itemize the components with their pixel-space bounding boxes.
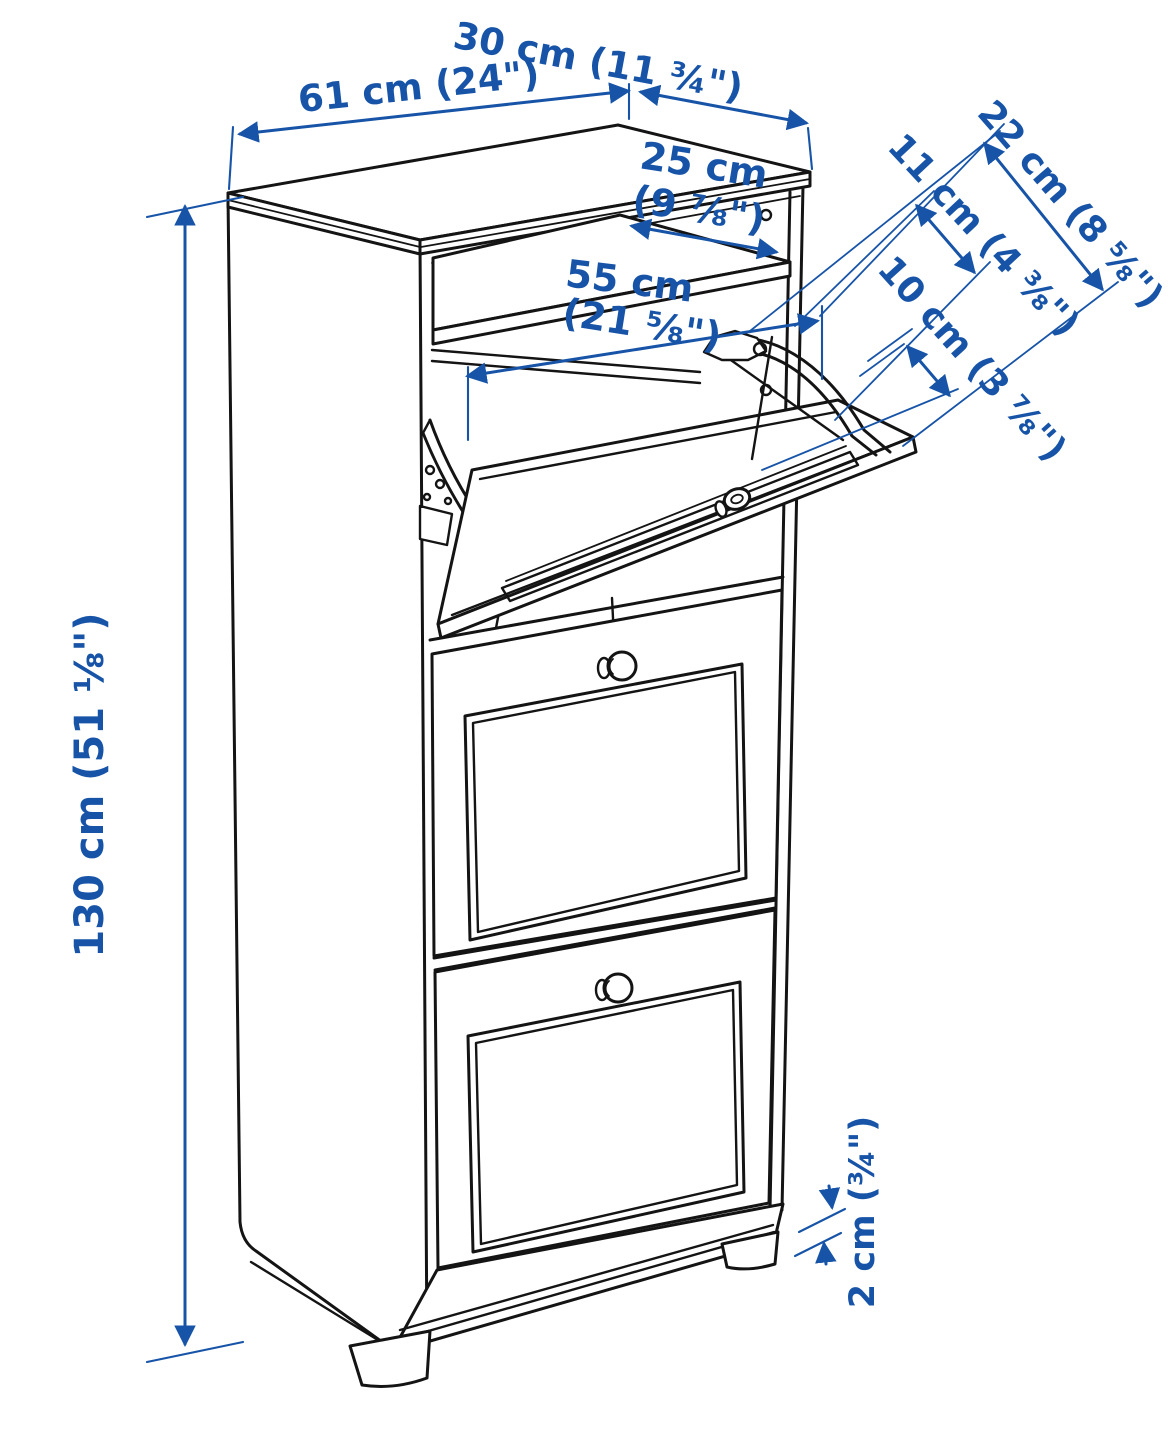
dim-line-inner-width: [465, 313, 820, 384]
cabinet: [226, 123, 918, 1388]
dim-line-10cm: [906, 344, 951, 398]
dim-line-width: [236, 82, 632, 143]
dim-height-label: 130 cm (51 ⅛"): [67, 612, 113, 957]
open-flap-knob: [722, 487, 752, 511]
dim-line-depth: [638, 84, 809, 131]
left-side-panel: [226, 194, 429, 1354]
front-left-foot: [348, 1329, 432, 1388]
door-2-knob: [602, 972, 634, 1004]
dim-line-shelf-depth: [629, 218, 779, 260]
door-1-knob: [606, 650, 638, 682]
dim-line-11cm: [915, 203, 976, 275]
door-1: [430, 588, 784, 958]
front-right-foot: [720, 1230, 780, 1271]
dim-plinth-label: 2 cm (¾"): [843, 1116, 883, 1308]
open-flap-door: [436, 398, 915, 626]
dim-22cm-label: 22 cm (8 ⅝"): [969, 93, 1171, 317]
open-flap-assembly: [418, 329, 918, 640]
dim-line-22cm: [983, 141, 1104, 292]
